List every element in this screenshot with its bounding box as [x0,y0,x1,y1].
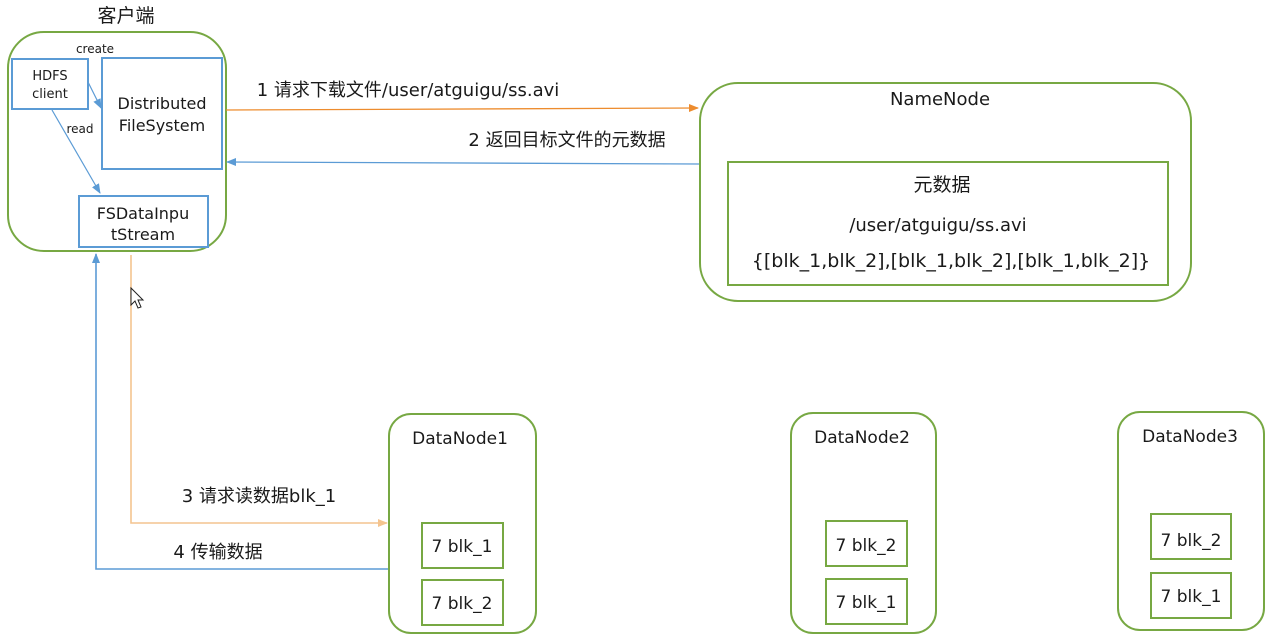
distributed-filesystem-box [101,57,223,170]
datanode2-block2 [825,578,908,625]
read-label: read [66,122,93,136]
fsdis-line1: FSDataInpu [97,204,189,223]
datanode1-block1-label: 7 blk_1 [432,537,493,557]
create-arrow [87,81,102,109]
datanode1-title: DataNode1 [412,429,508,449]
hdfs-client-line2: client [32,87,68,102]
step1-label: 1 请求下载文件/user/atguigu/ss.avi [257,80,560,101]
datanode3-title: DataNode3 [1142,427,1238,447]
datanode1-block1 [421,522,504,569]
read-arrow [51,109,101,194]
datanode2-title: DataNode2 [814,428,910,448]
datanode1-block2-label: 7 blk_2 [432,594,493,614]
fsdis-line2: tStream [111,225,175,244]
datanode2-block1-label: 7 blk_2 [836,536,897,556]
client-title: 客户端 [97,5,154,27]
datanode1-group: DataNode1 7 blk_1 7 blk_2 [388,413,537,634]
metadata-title: 元数据 [913,174,970,196]
mouse-cursor-icon [130,286,145,309]
step4-label: 4 传输数据 [173,542,262,563]
dfs-line2: FileSystem [119,116,205,135]
request-read-arrow [130,255,388,527]
datanode2-block2-label: 7 blk_1 [836,593,897,613]
dfs-line1: Distributed [118,94,207,113]
datanode3-block2 [1150,572,1232,619]
return-metadata-arrow [226,158,700,167]
create-label: create [76,42,114,56]
datanode1-block2 [421,579,504,626]
datanode3-block2-label: 7 blk_1 [1161,587,1222,607]
datanode3-block1 [1150,513,1232,560]
datanode3-block1-label: 7 blk_2 [1161,531,1222,551]
metadata-path: /user/atguigu/ss.avi [849,215,1026,236]
datanode3-group: DataNode3 7 blk_2 7 blk_1 [1117,411,1265,631]
datanode2-block1 [825,520,908,567]
metadata-box [727,161,1169,286]
step2-label: 2 返回目标文件的元数据 [468,130,665,151]
request-download-arrow [225,104,699,113]
namenode-title: NameNode [890,89,990,110]
metadata-blocks: {[blk_1,blk_2],[blk_1,blk_2],[blk_1,blk_… [752,250,1150,272]
fsdatainputstream-box [78,195,209,248]
transfer-data-arrow [92,253,388,570]
hdfs-client-box [11,58,89,110]
step3-label: 3 请求读数据blk_1 [182,486,336,507]
client-group: 客户端 HDFS client Distributed FileSystem F… [7,5,227,252]
namenode-group: NameNode 元数据 /user/atguigu/ss.avi {[blk_… [699,82,1192,302]
hdfs-client-line1: HDFS [32,69,67,84]
datanode2-group: DataNode2 7 blk_2 7 blk_1 [790,412,937,634]
